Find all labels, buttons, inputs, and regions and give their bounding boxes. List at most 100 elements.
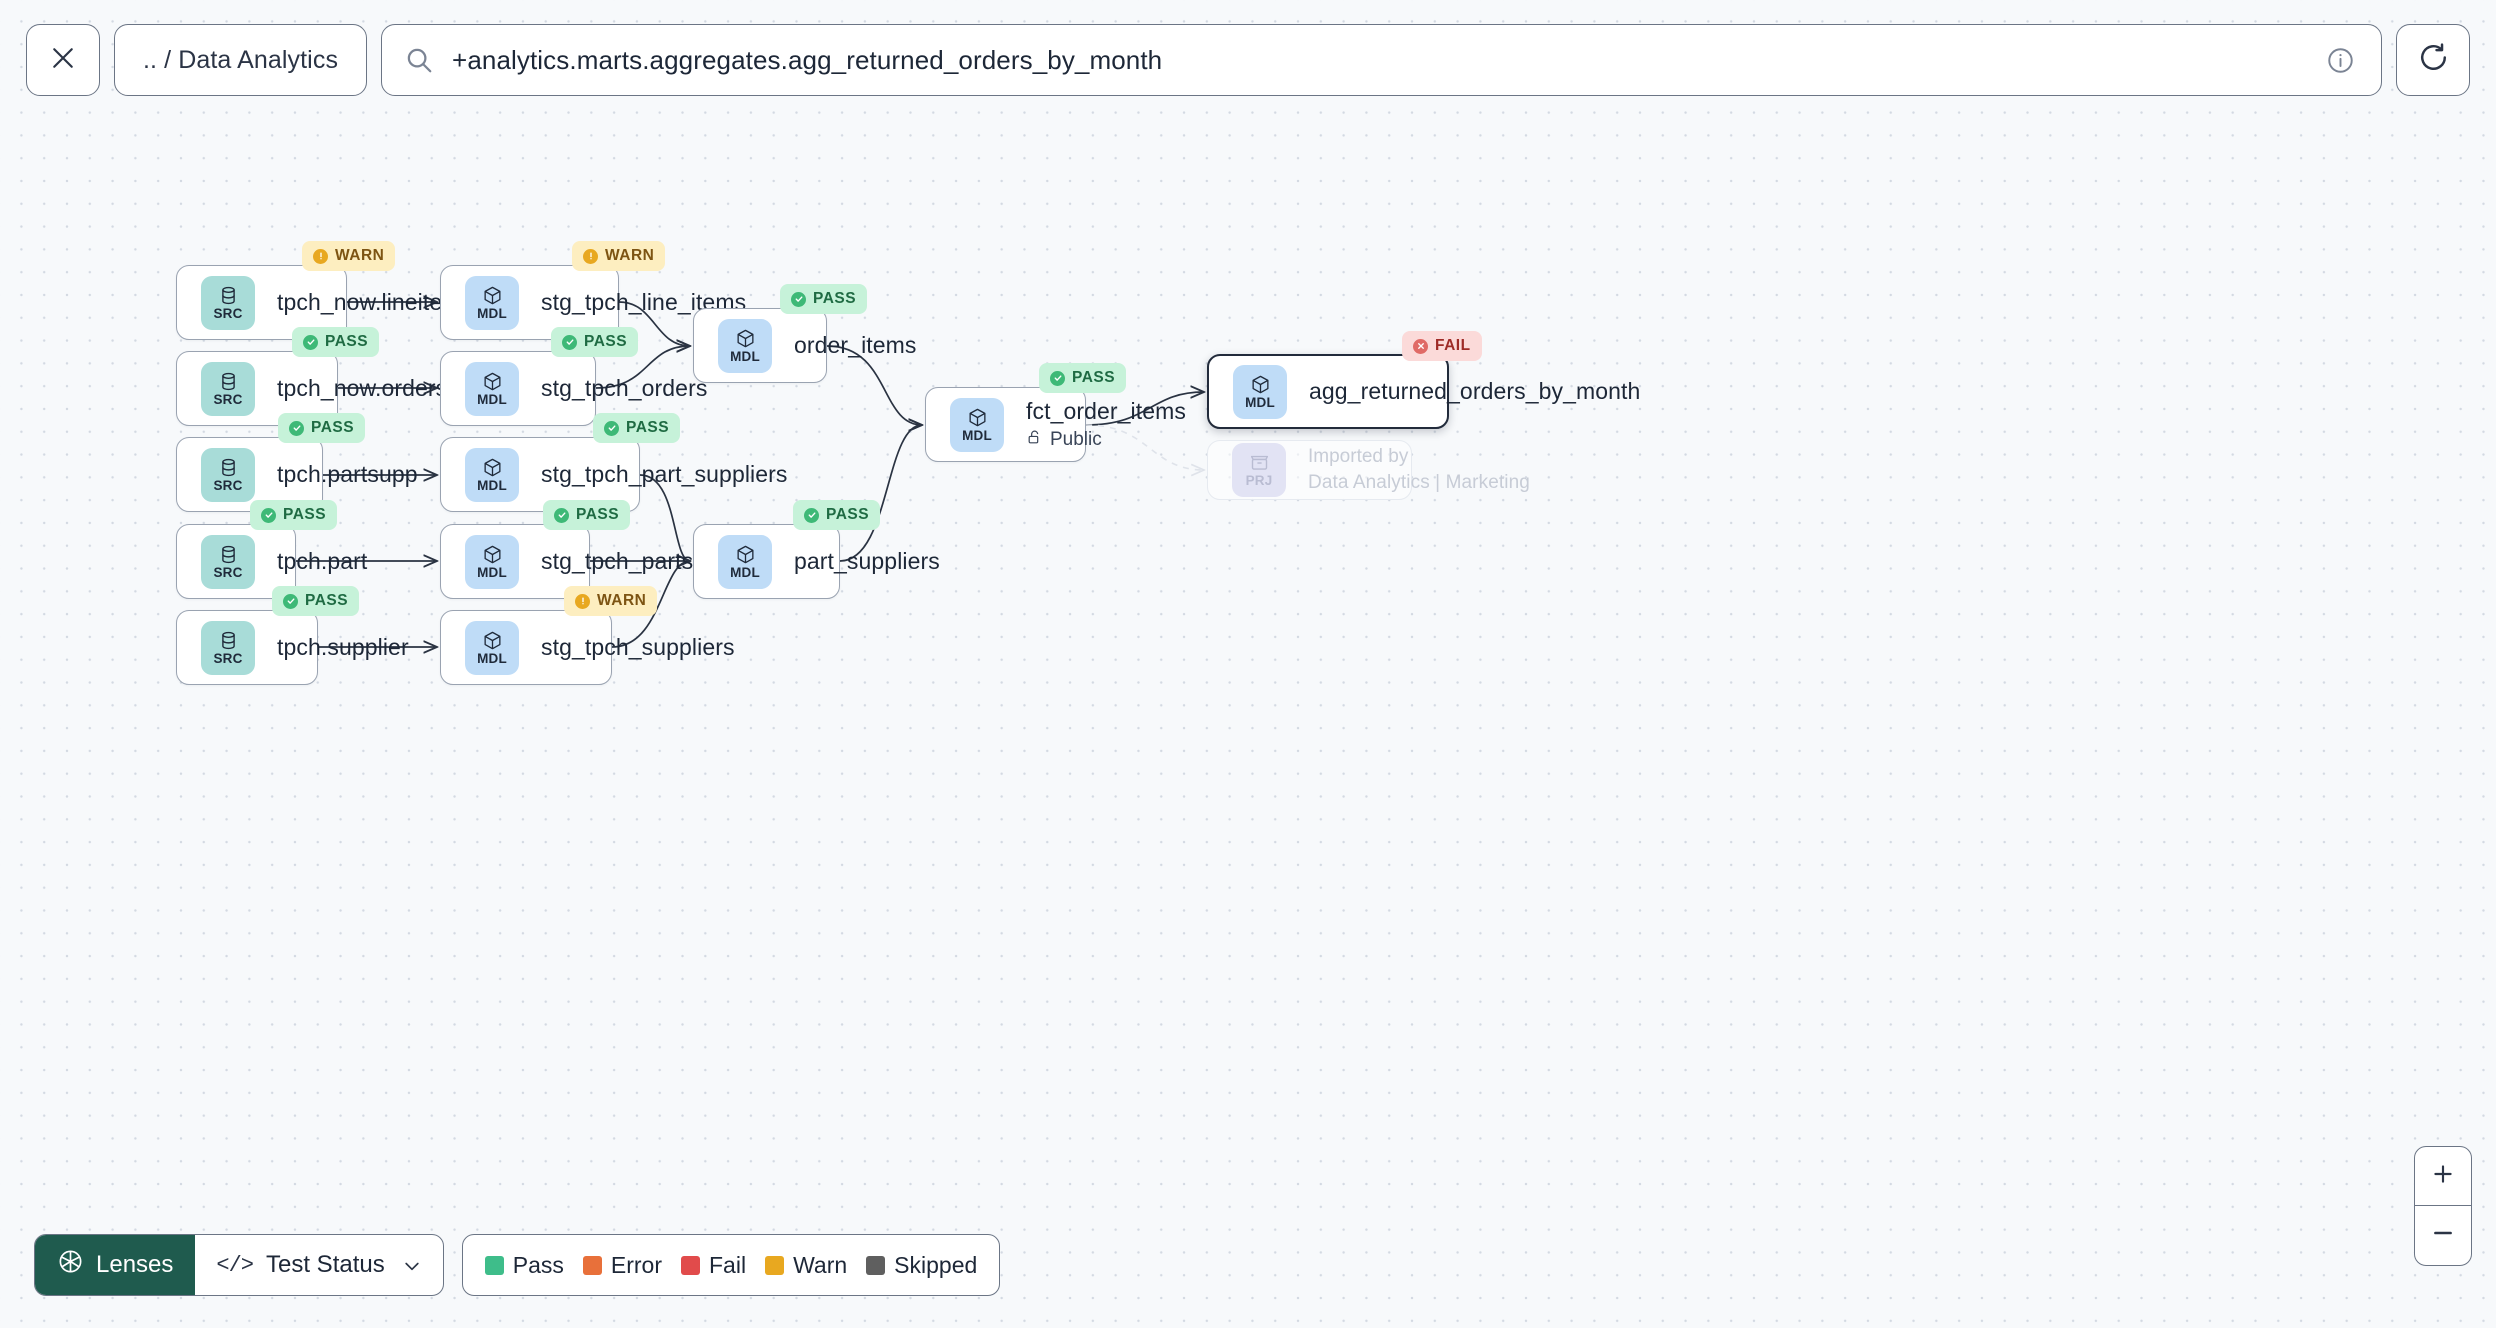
zoom-in-button[interactable] (2415, 1147, 2471, 1206)
status-badge-pass[interactable]: PASS (278, 413, 366, 443)
legend-swatch (866, 1255, 886, 1275)
node-kind-badge-mdl: MDL (950, 397, 1004, 452)
test-status-label: Test Status (266, 1251, 385, 1278)
aperture-icon (57, 1248, 84, 1282)
node-title: stg_tpch_parts (541, 548, 694, 574)
test-status-dropdown[interactable]: </> Test Status (195, 1235, 442, 1295)
legend-item-error[interactable]: Error (582, 1252, 662, 1279)
cube-icon (482, 630, 503, 651)
lenses-label: Lenses (96, 1251, 174, 1278)
node-kind-badge-mdl: MDL (465, 620, 519, 675)
legend-label: Pass (512, 1251, 564, 1278)
lineage-node-stg_tpch_orders[interactable]: PASS MDL stg_tpch_orders (440, 327, 707, 426)
status-badge-pass[interactable]: PASS (250, 500, 338, 530)
cube-icon (1250, 374, 1271, 395)
status-badge-pass[interactable]: PASS (793, 500, 881, 530)
search-input[interactable]: +analytics.marts.aggregates.agg_returned… (452, 44, 1163, 75)
cube-icon (735, 328, 756, 349)
minus-icon (2430, 1220, 2456, 1251)
legend-swatch (582, 1255, 602, 1275)
lenses-button[interactable]: Lenses (35, 1235, 196, 1295)
node-body: stg_tpch_suppliers (541, 634, 735, 661)
cube-icon (482, 285, 503, 306)
node-body: tpch_now.lineitem (277, 289, 462, 316)
node-title: fct_order_items (1026, 397, 1187, 424)
lineage-node-stg_tpch_suppliers[interactable]: WARN MDL stg_tpch_suppliers (440, 586, 734, 685)
chevron-down-icon (402, 1255, 422, 1275)
database-icon (218, 457, 239, 478)
node-kind-badge-mdl: MDL (465, 275, 519, 330)
zoom-controls (2414, 1146, 2472, 1266)
status-badge-pass[interactable]: PASS (1039, 363, 1127, 393)
breadcrumb[interactable]: .. / Data Analytics (114, 24, 368, 96)
status-badge-pass[interactable]: PASS (292, 327, 380, 357)
node-kind-badge-mdl: MDL (718, 318, 772, 373)
status-badge-label: WARN (335, 247, 385, 264)
lineage-node-order_items[interactable]: PASS MDL order_items (693, 284, 916, 383)
legend-swatch (484, 1255, 504, 1275)
node-kind-label: MDL (477, 391, 507, 407)
legend-item-pass[interactable]: Pass (484, 1251, 564, 1279)
status-badge-warn[interactable]: WARN (564, 586, 658, 616)
node-visibility: Public (1026, 429, 1186, 452)
code-brackets-icon: </> (216, 1252, 254, 1278)
status-badge-pass[interactable]: PASS (272, 586, 360, 616)
lineage-node-tpch_part[interactable]: PASS SRC tpch.part (176, 500, 367, 599)
node-kind-label: SRC (213, 391, 243, 407)
status-badge-pass[interactable]: PASS (551, 327, 639, 357)
exclaim-icon (575, 593, 590, 609)
node-kind-badge-src: SRC (201, 620, 255, 675)
database-icon (218, 544, 239, 565)
node-kind-label: MDL (477, 477, 507, 493)
node-kind-badge-mdl: MDL (465, 447, 519, 502)
node-body: order_items (794, 332, 917, 359)
status-badge-fail[interactable]: FAIL (1402, 331, 1482, 361)
node-kind-badge-src: SRC (201, 361, 255, 416)
node-body: tpch.part (277, 548, 367, 575)
status-badge-label: PASS (325, 333, 369, 350)
search-bar[interactable]: +analytics.marts.aggregates.agg_returned… (381, 24, 2382, 96)
node-kind-label: SRC (213, 305, 243, 321)
check-icon (804, 507, 819, 523)
status-badge-warn[interactable]: WARN (572, 241, 666, 271)
lineage-node-tpch_now_lineitem[interactable]: WARN SRC tpch_now.lineitem (176, 241, 461, 340)
node-kind-label: SRC (213, 564, 243, 580)
cube-icon (482, 544, 503, 565)
legend-swatch (681, 1255, 700, 1275)
node-title: tpch_now.lineitem (277, 289, 462, 315)
status-badge-pass[interactable]: PASS (593, 413, 681, 443)
status-badge-label: PASS (283, 506, 327, 523)
lineage-node-tpch_supplier[interactable]: PASS SRC tpch.supplier (176, 586, 409, 685)
status-badge-warn[interactable]: WARN (302, 241, 396, 271)
legend-item-warn[interactable]: Warn (765, 1252, 847, 1279)
cross-icon (1413, 338, 1428, 354)
legend-swatch (765, 1255, 785, 1275)
close-button[interactable] (26, 24, 100, 96)
node-title: part_suppliers (794, 548, 940, 574)
legend-item-skipped[interactable]: Skipped (866, 1252, 977, 1279)
node-body: stg_tpch_orders (541, 375, 707, 402)
info-icon[interactable] (2326, 46, 2355, 75)
refresh-icon (2417, 41, 2450, 79)
refresh-button[interactable] (2396, 24, 2470, 96)
zoom-out-button[interactable] (2415, 1206, 2471, 1265)
node-title: tpch.supplier (277, 634, 409, 660)
status-badge-pass[interactable]: PASS (780, 284, 868, 314)
status-badge-label: FAIL (1435, 337, 1471, 354)
node-body: stg_tpch_parts (541, 548, 693, 575)
status-badge-pass[interactable]: PASS (543, 500, 631, 530)
status-badge-label: PASS (311, 419, 355, 436)
legend-item-fail[interactable]: Fail (681, 1252, 746, 1279)
check-icon (1050, 370, 1065, 386)
check-icon (289, 420, 304, 436)
